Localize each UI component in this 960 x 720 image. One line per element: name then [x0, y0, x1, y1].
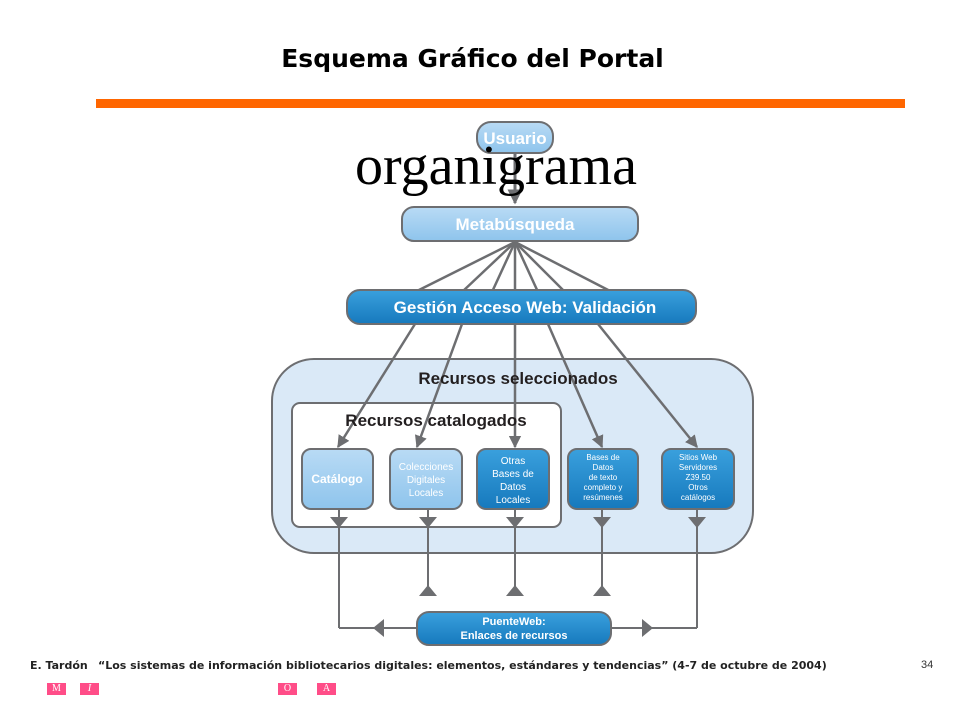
otras-bases-line-3: Datos: [500, 482, 526, 493]
metabusqueda-connectors: [414, 240, 613, 294]
nav-a-button[interactable]: A: [317, 683, 336, 695]
bases-texto-line-1: Bases de: [586, 453, 620, 462]
metabusqueda-label: Metabúsqueda: [455, 215, 575, 234]
recursos-catalogados-label: Recursos catalogados: [345, 411, 526, 430]
nav-menu-button[interactable]: M: [47, 683, 66, 695]
colecciones-line-3: Locales: [409, 488, 443, 499]
nav-index-button[interactable]: I: [80, 683, 99, 695]
gestion-node: [346, 289, 697, 325]
gestion-arrows: [336, 323, 698, 449]
footer-citation: “Los sistemas de información bibliotecar…: [98, 659, 827, 672]
otras-bases-line-1: Otras: [501, 456, 525, 467]
overlay-word: organigrama: [355, 135, 637, 197]
otras-bases-line-4: Locales: [496, 495, 530, 506]
flow-triangles: [330, 517, 706, 637]
sitios-web-line-3: Z39.50: [686, 473, 711, 482]
sitios-web-line-2: Servidores: [679, 463, 717, 472]
otras-bases-node: [476, 448, 550, 510]
colecciones-line-2: Digitales: [407, 475, 445, 486]
colecciones-node: [389, 448, 463, 510]
catalogo-label: Catálogo: [311, 472, 362, 486]
sitios-web-line-4: Otros: [688, 483, 708, 492]
bases-texto-line-4: completo y: [584, 483, 623, 492]
gestion-label: Gestión Acceso Web: Validación: [394, 298, 657, 317]
otras-bases-line-2: Bases de: [492, 469, 534, 480]
catalogo-node: [301, 448, 374, 510]
bases-texto-node: [567, 448, 639, 510]
usuario-node: [476, 121, 554, 154]
page-number: 34: [921, 659, 934, 671]
sitios-web-line-1: Sitios Web: [679, 453, 718, 462]
recursos-seleccionados-label: Recursos seleccionados: [418, 369, 617, 388]
sitios-web-line-5: catálogos: [681, 493, 715, 502]
footer-author: E. Tardón: [30, 659, 88, 672]
bases-texto-line-3: de texto: [589, 473, 618, 482]
puenteweb-line-2: Enlaces de recursos: [460, 630, 567, 642]
title-rule: [96, 99, 905, 108]
nav-o-button[interactable]: O: [278, 683, 297, 695]
bases-texto-line-5: resúmenes: [583, 493, 623, 502]
bases-texto-line-2: Datos: [593, 463, 614, 472]
puenteweb-line-1: PuenteWeb:: [482, 616, 545, 628]
slide-title: Esquema Gráfico del Portal: [281, 44, 664, 73]
colecciones-line-1: Colecciones: [399, 462, 453, 473]
usuario-label: Usuario: [483, 129, 546, 148]
puenteweb-node: [416, 611, 612, 646]
sitios-web-node: [661, 448, 735, 510]
metabusqueda-node: [401, 206, 639, 242]
